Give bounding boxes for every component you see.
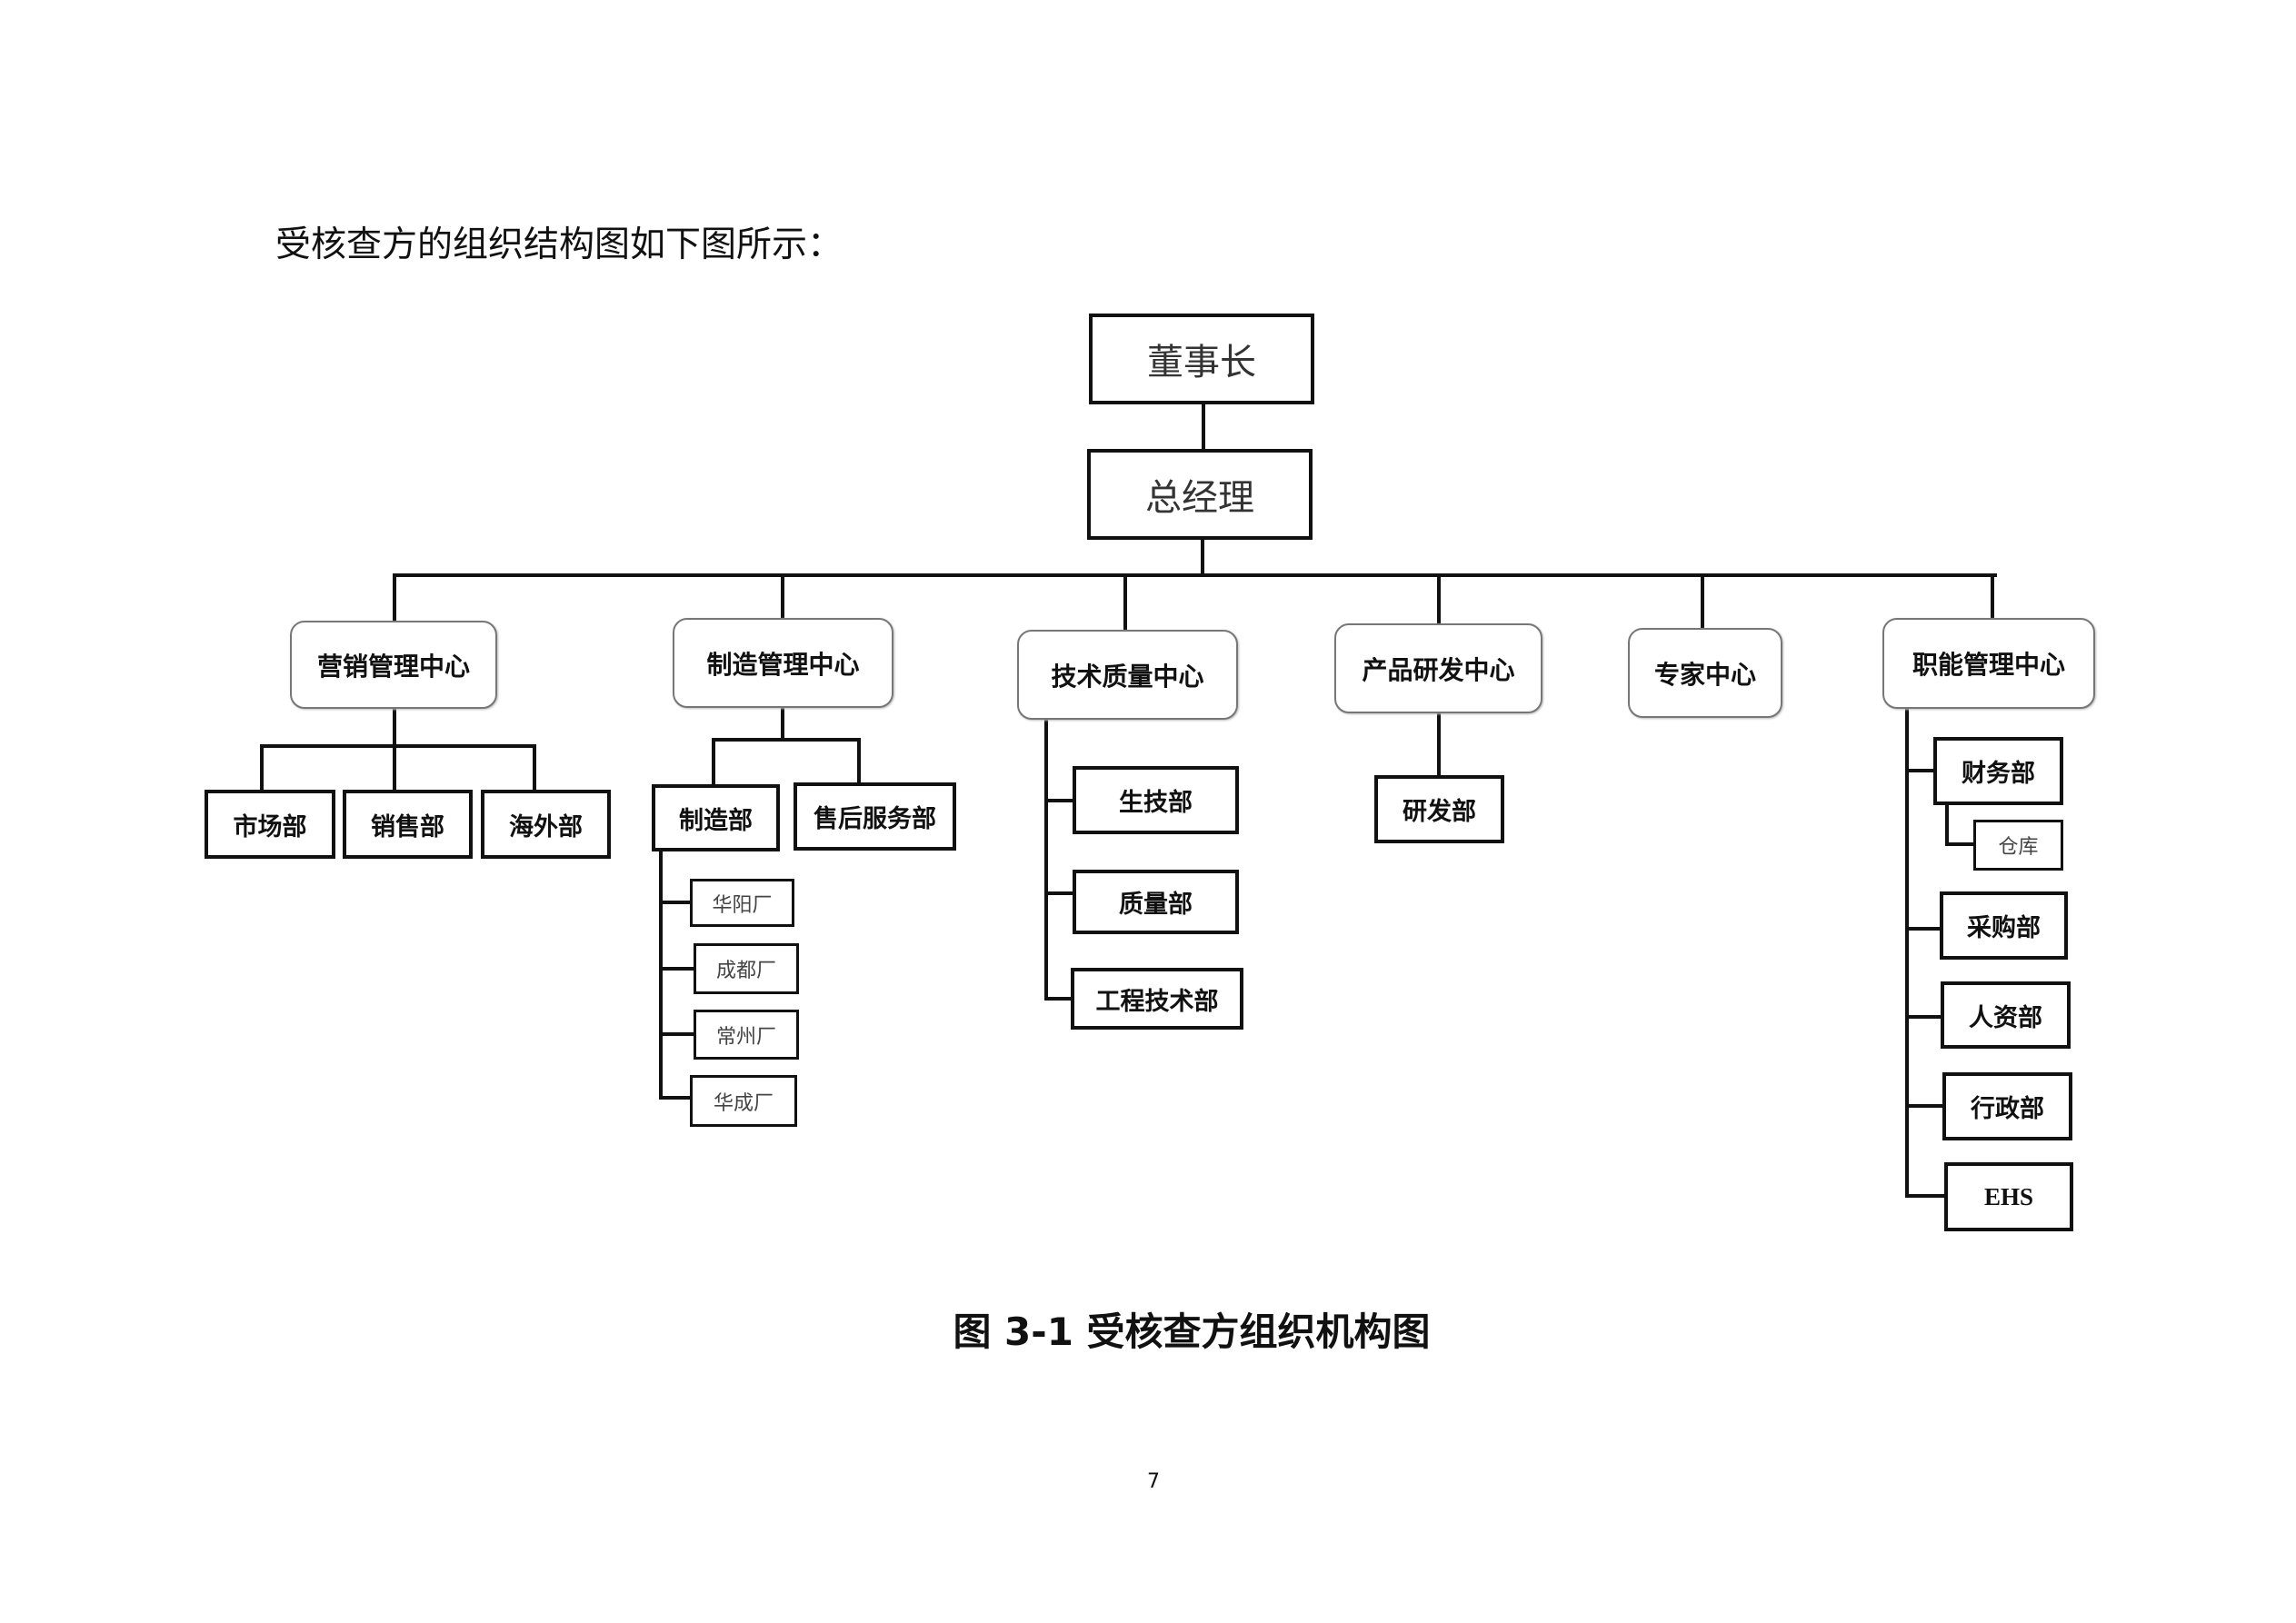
connector-line: [857, 738, 861, 784]
connector-line: [1044, 718, 1048, 1001]
node-manufacturing-dept: 制造部: [652, 784, 780, 851]
node-marketing-center: 营销管理中心: [290, 621, 497, 709]
connector-line: [533, 744, 536, 792]
figure-caption: 图 3-1 受核查方组织机构图: [953, 1309, 1431, 1354]
connector-line: [260, 744, 536, 748]
connector-line: [393, 707, 396, 748]
connector-line: [1202, 403, 1205, 451]
intro-text: 受核查方的组织结构图如下图所示：: [275, 224, 844, 265]
node-warehouse: 仓库: [1973, 820, 2063, 871]
node-admin-dept: 行政部: [1942, 1072, 2072, 1140]
connector-line: [1905, 769, 1935, 772]
connector-line: [712, 738, 861, 742]
connector-line: [1701, 573, 1704, 630]
connector-line: [1905, 927, 1942, 931]
node-factory-huayang: 华阳厂: [690, 879, 794, 927]
node-engineering-dept: 工程技术部: [1071, 968, 1243, 1030]
node-overseas-dept: 海外部: [481, 790, 611, 859]
node-production-tech-dept: 生技部: [1073, 766, 1239, 834]
node-chairman: 董事长: [1089, 314, 1314, 404]
connector-line: [1437, 712, 1441, 777]
connector-line: [1437, 573, 1441, 625]
node-sales-dept: 销售部: [343, 790, 473, 859]
node-product-rd-center: 产品研发中心: [1334, 623, 1542, 713]
connector-line: [781, 706, 784, 742]
connector-line: [1945, 842, 1975, 846]
node-tech-quality-center: 技术质量中心: [1017, 630, 1238, 720]
connector-line: [1044, 997, 1073, 1001]
connector-line: [1905, 707, 1909, 1198]
connector-line: [659, 967, 695, 971]
node-factory-chengdu: 成都厂: [694, 943, 799, 994]
connector-line: [659, 1096, 692, 1100]
node-general-manager: 总经理: [1087, 449, 1313, 540]
connector-line: [1945, 803, 1949, 846]
node-purchasing-dept: 采购部: [1940, 891, 2068, 960]
connector-line: [393, 573, 1997, 577]
connector-line: [659, 901, 692, 904]
connector-line: [659, 1032, 695, 1036]
connector-line: [1991, 573, 1994, 620]
connector-line: [260, 744, 264, 792]
connector-line: [1123, 573, 1127, 632]
connector-line: [393, 573, 396, 622]
connector-line: [1201, 538, 1204, 577]
node-after-sales-dept: 售后服务部: [794, 782, 956, 851]
node-functional-center: 职能管理中心: [1882, 618, 2095, 709]
connector-line: [1044, 891, 1074, 895]
node-factory-changzhou: 常州厂: [694, 1010, 799, 1060]
connector-line: [393, 744, 396, 792]
connector-line: [1044, 799, 1074, 802]
node-expert-center: 专家中心: [1628, 628, 1782, 718]
node-market-dept: 市场部: [205, 790, 335, 859]
connector-line: [1905, 1194, 1946, 1198]
page-number: 7: [1147, 1470, 1160, 1493]
connector-line: [659, 850, 663, 1100]
connector-line: [712, 738, 715, 786]
node-hr-dept: 人资部: [1941, 981, 2071, 1049]
node-rd-dept: 研发部: [1374, 775, 1504, 843]
connector-line: [781, 573, 784, 620]
node-finance-dept: 财务部: [1933, 737, 2063, 805]
connector-line: [1905, 1104, 1944, 1108]
node-quality-dept: 质量部: [1073, 870, 1239, 934]
node-factory-huacheng: 华成厂: [690, 1075, 797, 1127]
node-ehs-dept: EHS: [1944, 1162, 2073, 1231]
node-manufacturing-center: 制造管理中心: [673, 618, 893, 708]
connector-line: [1905, 1015, 1942, 1019]
